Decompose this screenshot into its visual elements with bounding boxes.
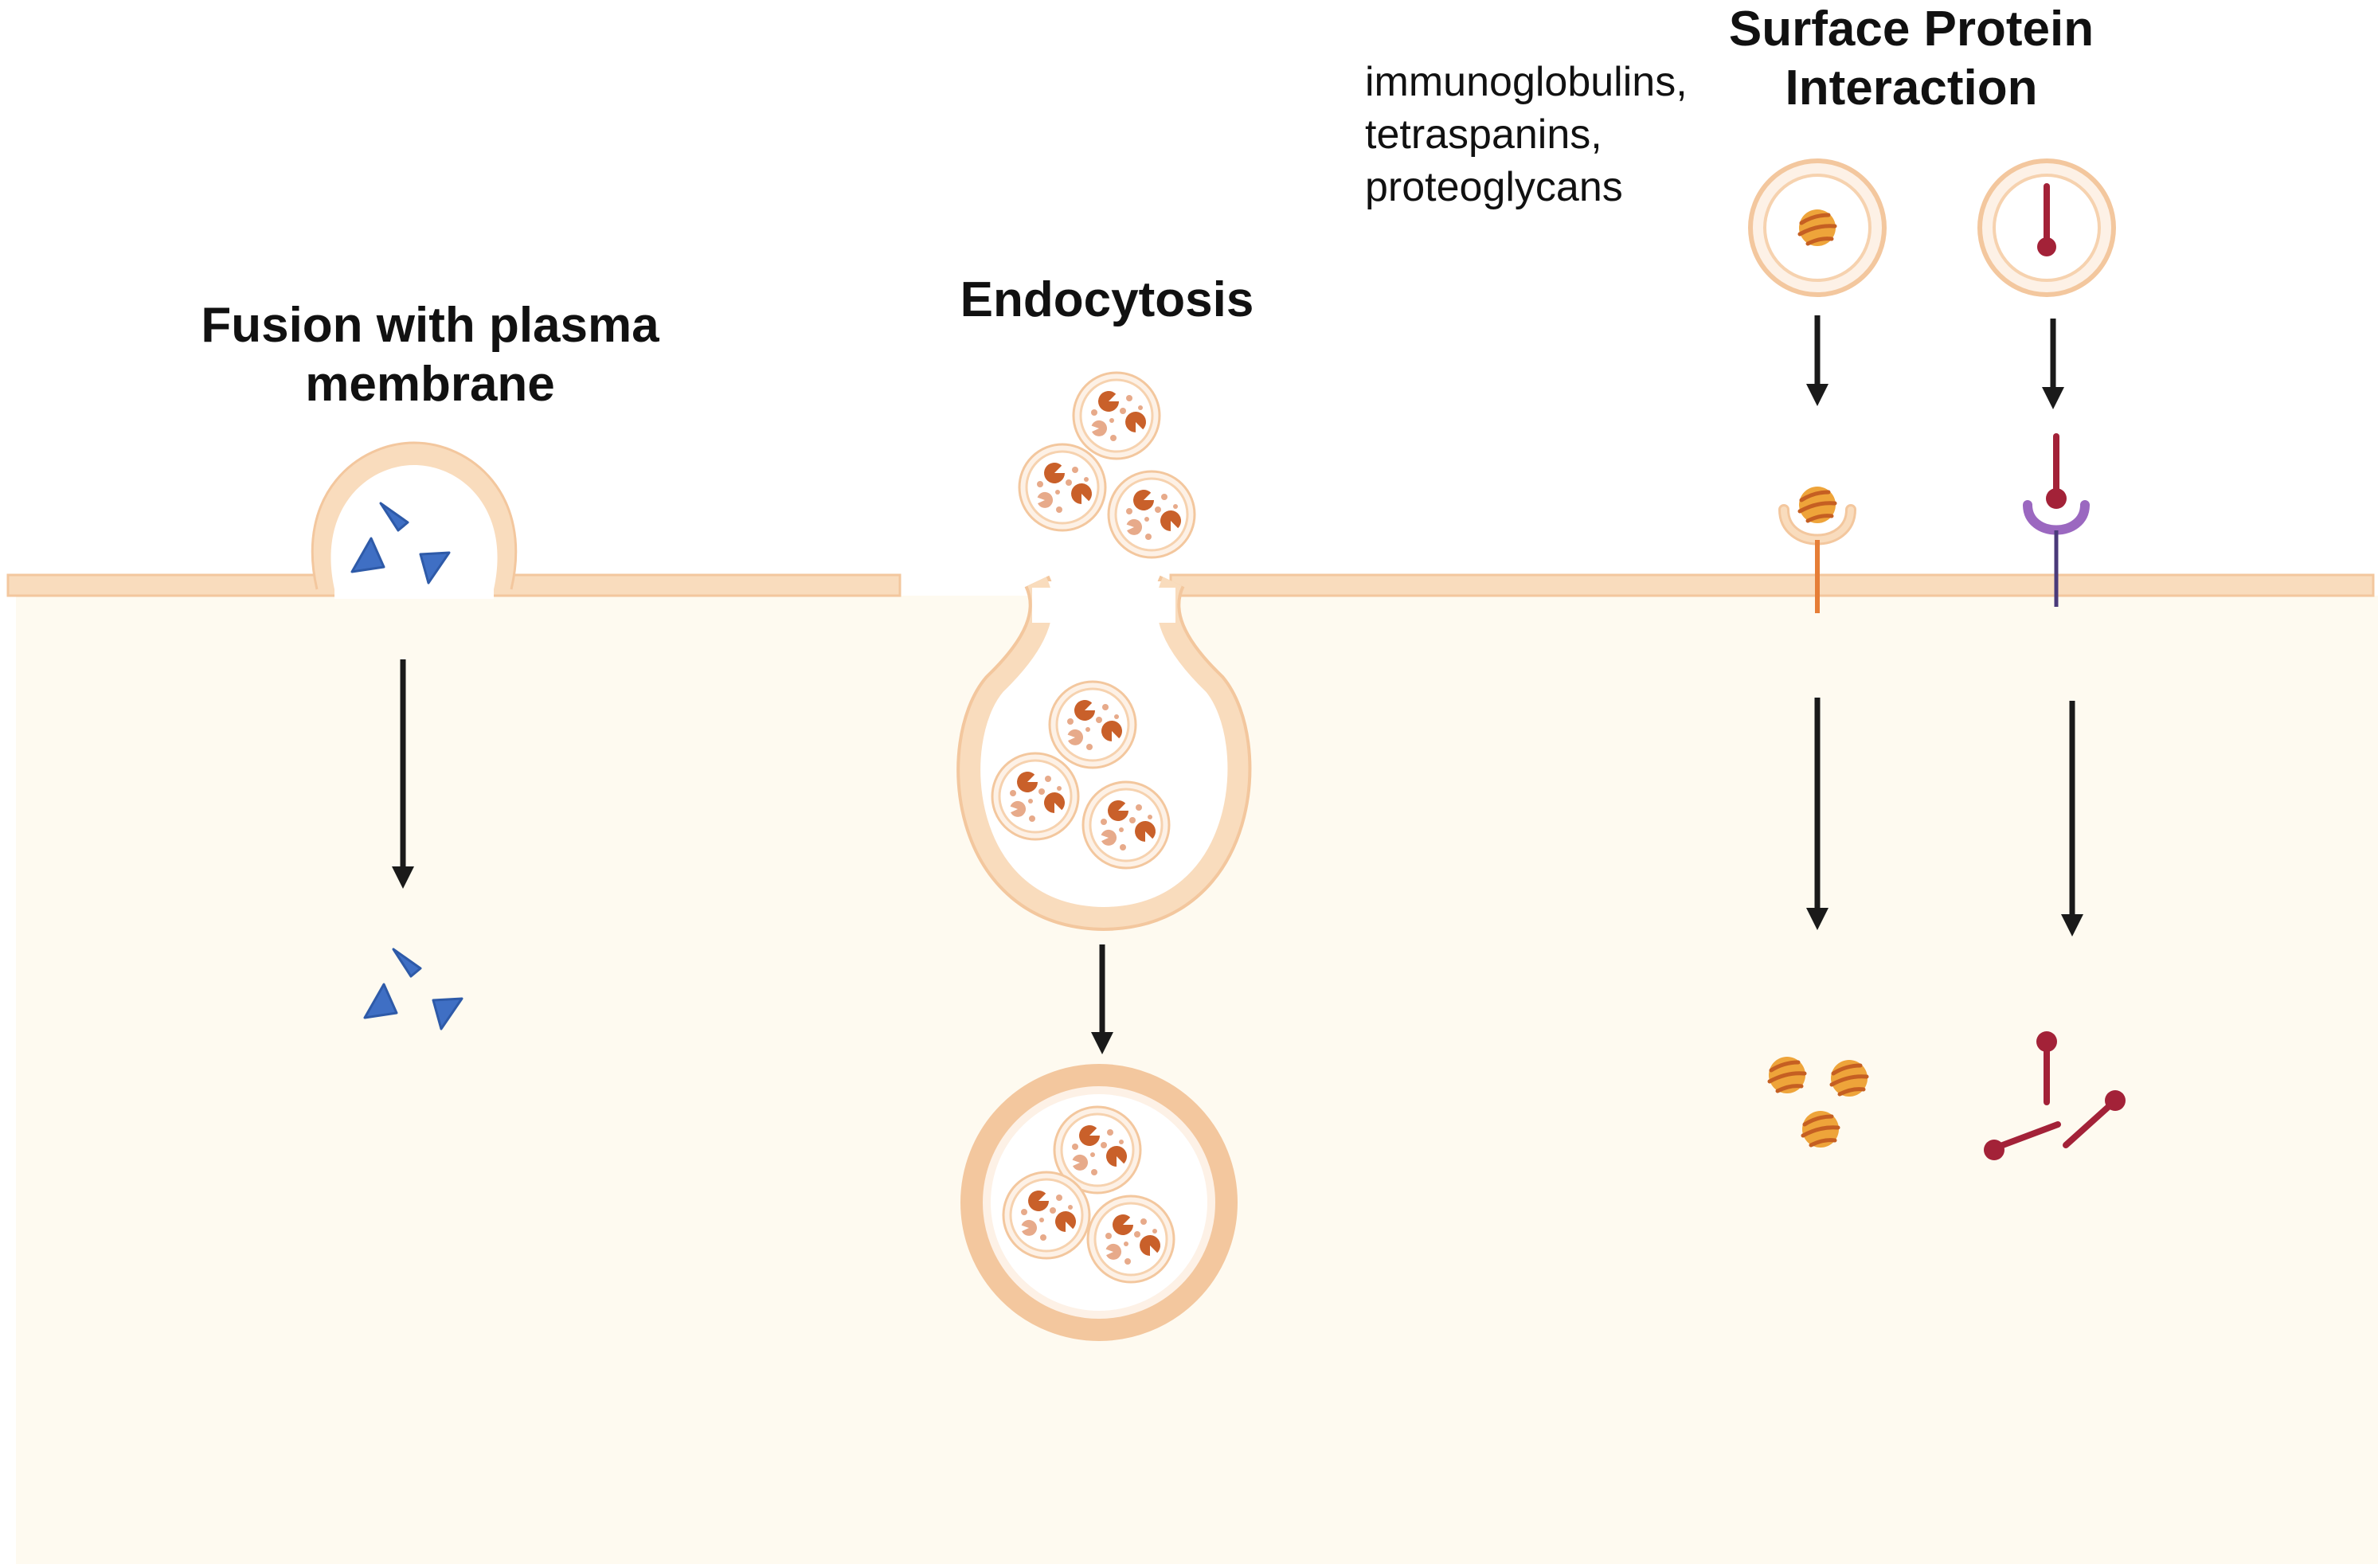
- pacman-cargo-icon: [991, 752, 1080, 841]
- pacman-cargo-icon: [1072, 371, 1161, 460]
- cup-receptor-icon: [1778, 504, 1856, 613]
- pacman-cargo-icon: [1018, 443, 1107, 532]
- fusion-title-line1: Fusion with plasma: [201, 298, 659, 353]
- exosome-red-ligand: [1977, 158, 2116, 297]
- surface-title-line1: Surface Protein: [1728, 2, 2094, 57]
- surface-protein-title: Surface Protein Interaction: [1688, 0, 2134, 118]
- lollipop-ligand-icon: [2063, 1090, 2126, 1148]
- lollipop-ligand-icon: [1984, 1121, 2061, 1160]
- surface-title-line2: Interaction: [1785, 61, 2038, 115]
- striped-ball-ligand-icon: [1831, 1060, 1868, 1097]
- lollipop-ligand-icon: [2036, 1031, 2057, 1105]
- lollipop-ligand-icon: [2046, 433, 2067, 509]
- pacman-cargo-icon: [1081, 780, 1171, 870]
- pacman-cargo-icon: [1086, 1195, 1175, 1284]
- endocytosis-title: Endocytosis: [960, 272, 1254, 327]
- striped-ball-ligand-icon: [1799, 209, 1836, 246]
- surface-protein-examples: immunoglobulins, tetraspanins, proteogly…: [1365, 56, 1688, 213]
- cup-receptor-purple: [2023, 500, 2090, 607]
- pacman-cargo-icon: [1107, 470, 1196, 559]
- note-line2: tetraspanins,: [1365, 111, 1602, 158]
- note-line1: immunoglobulins,: [1365, 59, 1688, 105]
- pacman-cargo-icon: [1002, 1171, 1091, 1260]
- striped-ball-ligand-icon: [1769, 1057, 1805, 1093]
- pacman-cargo-icon: [1048, 680, 1137, 769]
- fusion-title: Fusion with plasma membrane: [159, 296, 701, 414]
- striped-ball-ligand-icon: [1802, 1111, 1839, 1148]
- fusion-title-line2: membrane: [305, 357, 555, 412]
- note-line3: proteoglycans: [1365, 164, 1623, 210]
- striped-ball-ligand-icon: [1799, 487, 1836, 523]
